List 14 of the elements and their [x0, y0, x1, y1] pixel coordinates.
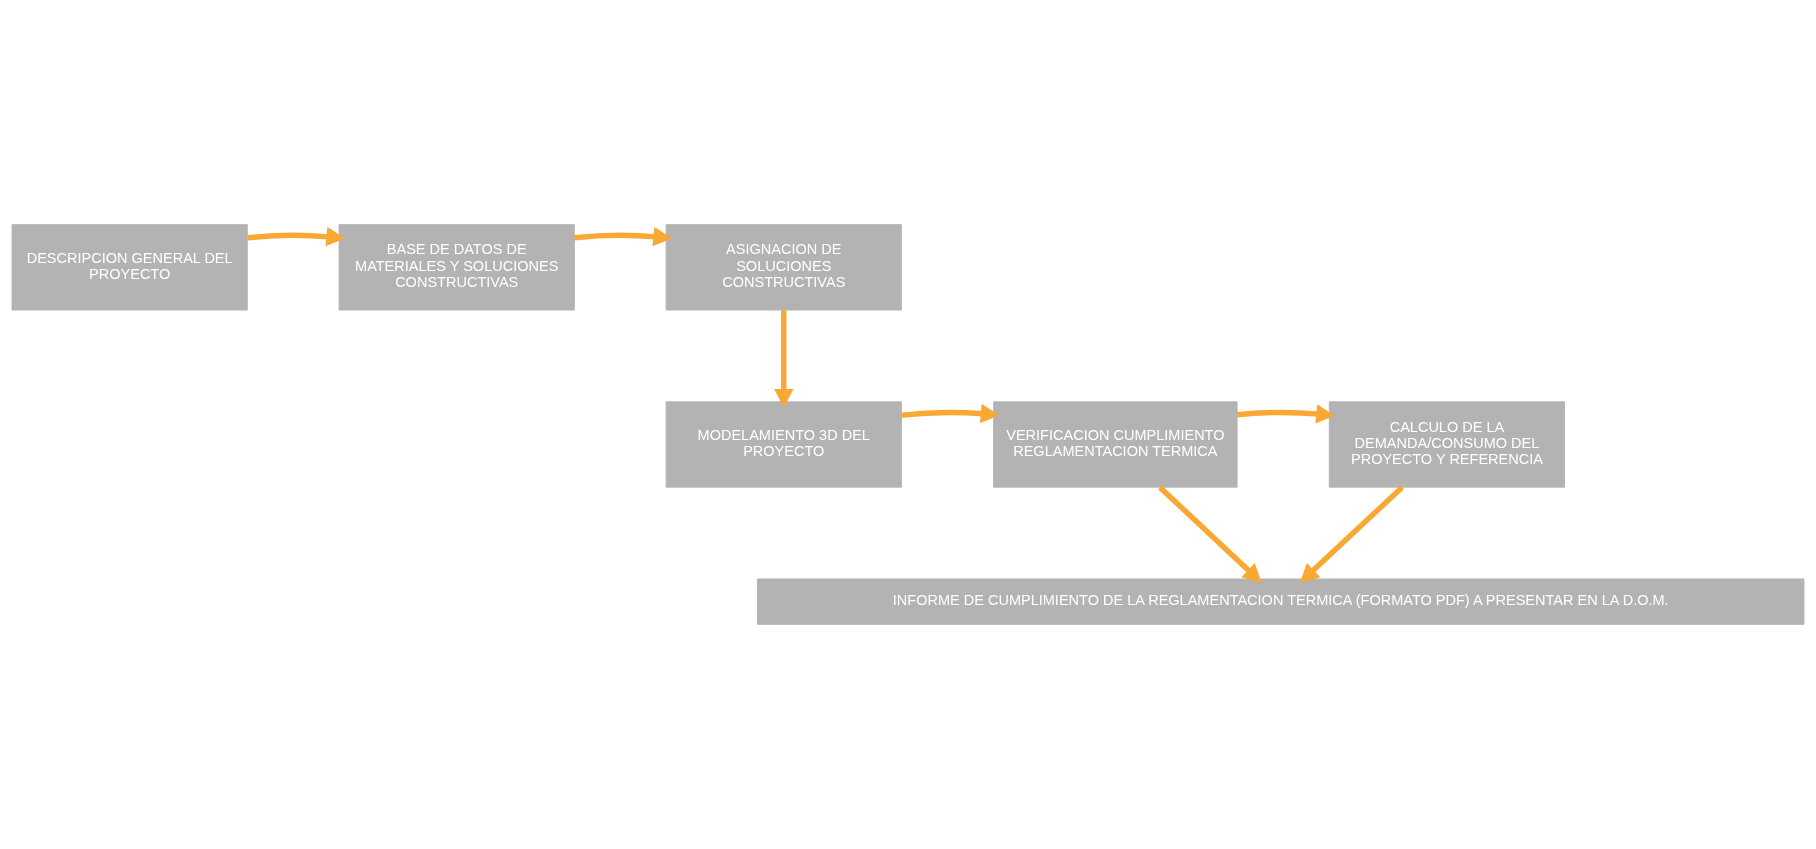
node-box: ASIGNACION DE SOLUCIONES CONSTRUCTIVAS	[665, 224, 902, 311]
node-box: DESCRIPCION GENERAL DEL PROYECTO	[11, 224, 248, 311]
arrow	[247, 226, 345, 247]
arrow	[1299, 485, 1404, 583]
node-box: CALCULO DE LA DEMANDA/CONSUMO DEL PROYECTO Y REFERENCIA	[1328, 401, 1566, 488]
node-box: BASE DE DATOS DE MATERIALES Y SOLUCIONES CONSTRUCTIVAS	[338, 224, 575, 311]
node-box: MODELAMIENTO 3D DEL PROYECTO	[665, 401, 902, 488]
arrow	[1158, 485, 1262, 583]
arrow	[1236, 404, 1335, 424]
arrow	[901, 403, 1000, 424]
arrow	[774, 310, 794, 408]
node-box: INFORME DE CUMPLIMIENTO DE LA REGLAMENTACION TERMICA (FORMATO PDF) A PRESENTAR EN LA D.O.M.	[756, 578, 1805, 625]
arrow	[574, 226, 672, 247]
node-box: VERIFICACION CUMPLIMIENTO REGLAMENTACION TERMICA	[993, 401, 1238, 488]
